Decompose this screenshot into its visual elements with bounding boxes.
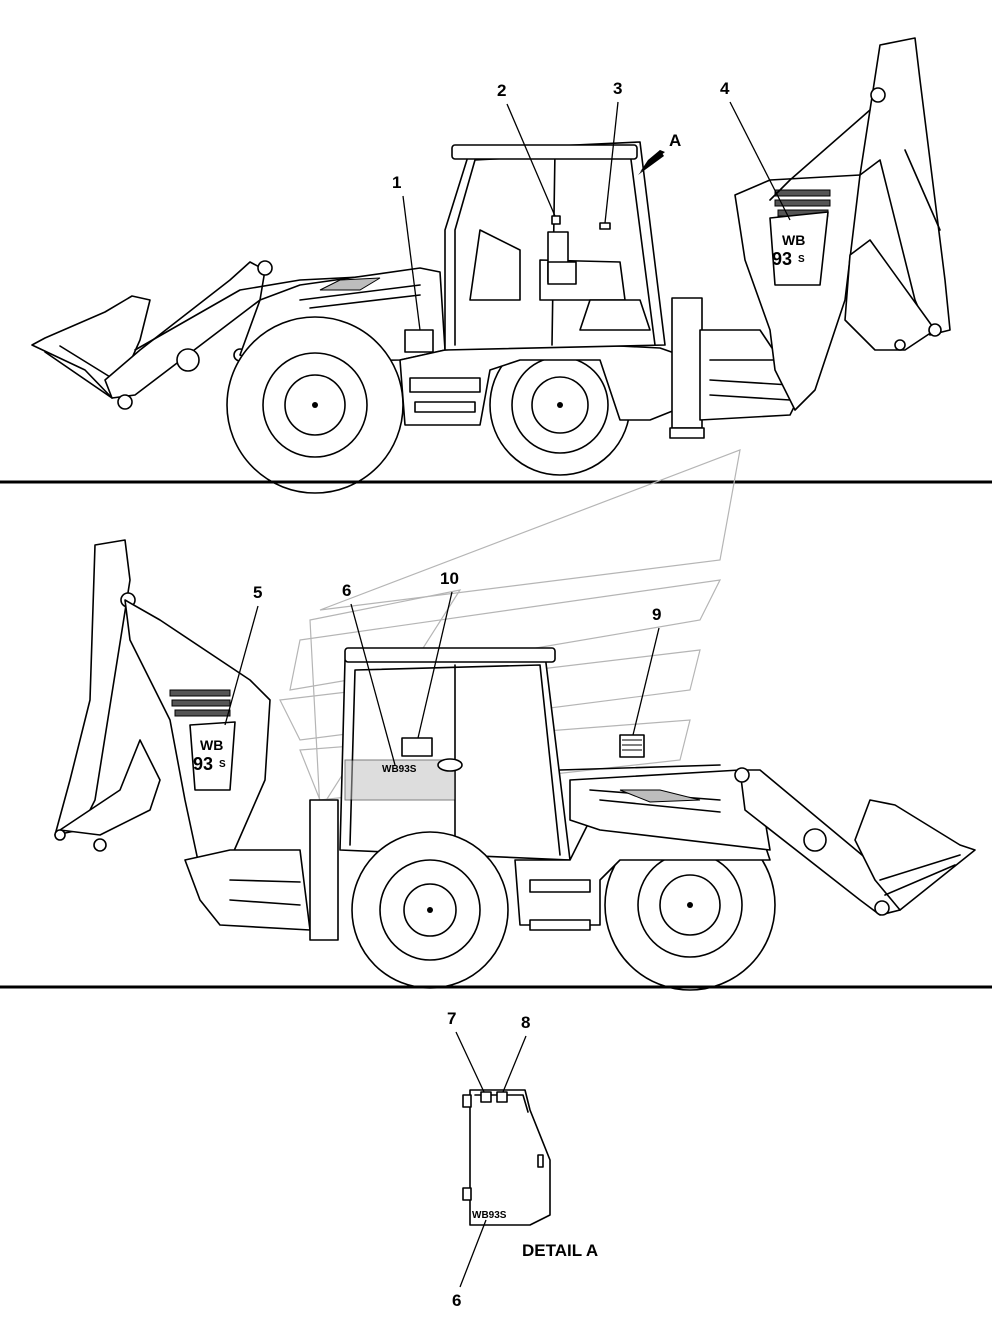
detail-decal-text: WB93S [472, 1210, 507, 1221]
middle-view-machine: WB 93 S WB93S [54, 539, 976, 991]
detail-label: DETAIL A [522, 1241, 598, 1260]
decal-9 [619, 734, 645, 758]
view-a-label: A [669, 131, 681, 150]
backhoe-boom [734, 174, 861, 411]
decal-8 [496, 1091, 508, 1103]
callout-4: 4 [720, 79, 730, 98]
top-view-machine: WB 93 S [31, 37, 951, 494]
decal-2 [551, 215, 561, 225]
decal-wb-text: WB [782, 232, 805, 248]
boom-decal-5 [189, 721, 236, 791]
decal-1 [404, 329, 434, 353]
callout-3: 3 [613, 79, 622, 98]
decal-num-text: 93 [772, 249, 792, 269]
decal-num-text-2: 93 [193, 754, 213, 774]
decal-10 [401, 737, 433, 757]
swing-frame-right [184, 849, 311, 931]
detail-callouts: 7 8 6 DETAIL A [447, 1009, 598, 1310]
decal-7 [480, 1091, 492, 1103]
callout-5: 5 [253, 583, 262, 602]
backhoe-bucket [844, 239, 936, 351]
loader-arm [104, 261, 266, 399]
callout-2: 2 [497, 81, 506, 100]
callout-8: 8 [521, 1013, 530, 1032]
rear-tower-right [309, 799, 339, 941]
boom-decal-4 [769, 211, 829, 286]
callout-6-detail: 6 [452, 1291, 461, 1310]
detail-a-door: WB93S [462, 1089, 551, 1226]
rear-tower [671, 297, 703, 429]
callout-7: 7 [447, 1009, 456, 1028]
dipper-arm [859, 37, 951, 336]
door-panel [469, 1089, 551, 1226]
middle-callouts: 5 6 10 9 [224, 569, 661, 766]
front-bucket-right [854, 799, 976, 911]
decal-wb-text-2: WB [200, 737, 223, 753]
top-callouts: 1 2 3 4 A [392, 79, 791, 331]
callout-6: 6 [342, 581, 351, 600]
callout-1: 1 [392, 173, 401, 192]
decal-suffix-text-2: S [219, 759, 226, 770]
decal-inline-text: WB93S [382, 764, 417, 775]
decal-suffix-text: S [798, 254, 805, 265]
callout-9: 9 [652, 605, 661, 624]
callout-10: 10 [440, 569, 459, 588]
decal-3 [599, 222, 611, 230]
backhoe-bucket-right [59, 739, 161, 836]
